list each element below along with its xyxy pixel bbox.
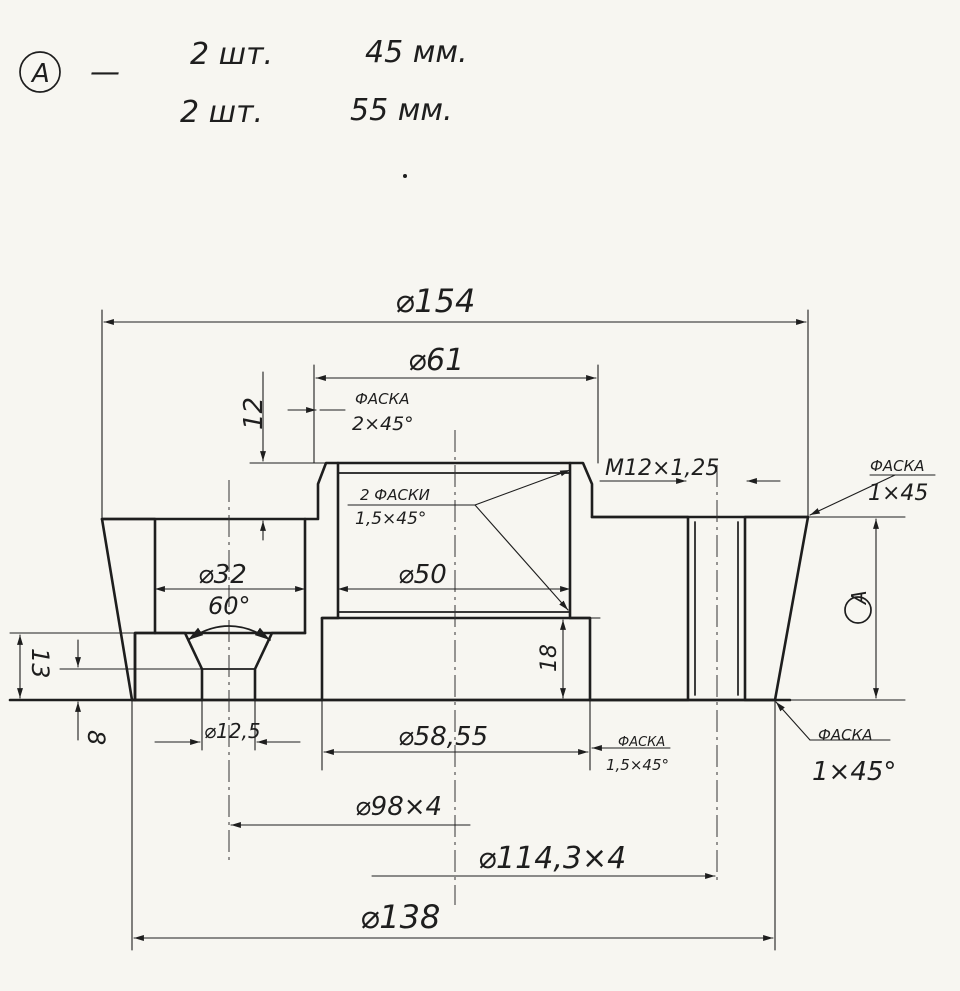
center-lines xyxy=(228,430,718,905)
chamfer-top-value: 2×45° xyxy=(352,413,414,435)
dim-h8: 8 xyxy=(82,730,110,745)
marker-dash: — xyxy=(90,55,120,90)
dim-d154: ⌀154 xyxy=(395,282,475,320)
chamfer-bottom-label: ФАСКА xyxy=(618,735,665,750)
chamfer-top-label: ФАСКА xyxy=(355,390,410,408)
stray-dot xyxy=(403,174,407,178)
chamfer-br-label: ФАСКА xyxy=(818,726,873,744)
header-note: A — 2 шт. 45 мм. 2 шт. 55 мм. xyxy=(19,35,468,130)
section-left-wall xyxy=(100,517,157,702)
threaded-hole xyxy=(687,516,746,701)
dimension-lines xyxy=(17,319,936,941)
section-right-wall xyxy=(743,515,810,702)
chamfer-right-label: ФАСКА xyxy=(870,457,925,475)
chamfer-br-value: 1×45° xyxy=(812,757,896,787)
qty-row-1: 2 шт. xyxy=(190,37,273,72)
chamfer-bottom-value: 1,5×45° xyxy=(606,756,669,774)
dim-d32: ⌀32 xyxy=(198,560,247,590)
chamfers2-label: 2 ФАСКИ xyxy=(360,486,430,504)
section-hub-left xyxy=(253,461,340,702)
dim-h13: 13 xyxy=(26,648,54,679)
dim-A-circle xyxy=(844,596,872,624)
dim-d138: ⌀138 xyxy=(360,898,440,936)
chamfers2-value: 1,5×45° xyxy=(355,509,426,529)
dim-A: A xyxy=(847,590,871,606)
dim-d98: ⌀98×4 xyxy=(355,792,442,822)
extension-lines xyxy=(9,309,906,951)
dim-d50: ⌀50 xyxy=(398,560,447,590)
dim-d114: ⌀114,3×4 xyxy=(478,841,626,876)
qty-row-2: 2 шт. xyxy=(180,95,263,130)
marker-letter: A xyxy=(30,59,50,89)
dim-h18: 18 xyxy=(537,644,562,672)
dim-d61: ⌀61 xyxy=(408,343,464,378)
section-hub-right xyxy=(568,461,690,702)
dim-d12-5: ⌀12,5 xyxy=(204,719,261,743)
angle-arc xyxy=(187,625,271,641)
thread-label: М12×1,25 xyxy=(605,456,719,481)
section-left-lip xyxy=(133,631,204,702)
dim-h12: 12 xyxy=(239,397,269,430)
marker-circle xyxy=(19,51,61,93)
size-row-2: 55 мм. xyxy=(350,93,453,128)
dimension-labels: ⌀154 ⌀61 12 ФАСКА 2×45° 2 ФАСКИ 1,5×45° … xyxy=(26,282,928,936)
dim-d58-55: ⌀58,55 xyxy=(398,722,488,752)
chamfer-right-value: 1×45 xyxy=(868,481,928,506)
size-row-1: 45 мм. xyxy=(365,35,468,70)
dim-angle60: 60° xyxy=(208,592,251,620)
